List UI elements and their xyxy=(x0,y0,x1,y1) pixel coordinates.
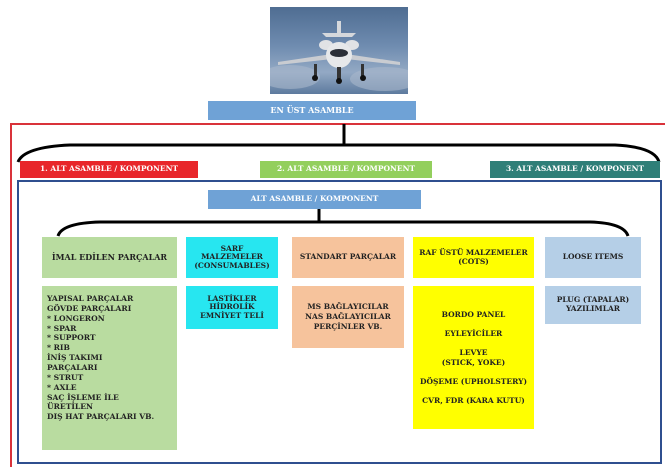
column5-header: LOOSE ITEMS xyxy=(545,237,641,278)
outer-frame xyxy=(10,123,665,467)
level1-box-2: 2. ALT ASAMBLE / KOMPONENT xyxy=(260,161,432,178)
level2-box: ALT ASAMBLE / KOMPONENT xyxy=(208,190,421,209)
level1-label-3: 3. ALT ASAMBLE / KOMPONENT xyxy=(505,164,645,174)
level1-label-2: 2. ALT ASAMBLE / KOMPONENT xyxy=(276,164,416,174)
level2-label: ALT ASAMBLE / KOMPONENT xyxy=(250,194,379,204)
column1-body: YAPISAL PARÇALAR GÖVDE PARÇALARI * LONGE… xyxy=(42,286,177,450)
column1-header: İMAL EDİLEN PARÇALAR xyxy=(42,237,177,278)
top-assembly-box: EN ÜST ASAMBLE xyxy=(208,101,416,120)
inner-frame xyxy=(17,180,662,464)
column4-header: RAF ÜSTÜ MALZEMELER (COTS) xyxy=(413,237,534,278)
level1-box-3: 3. ALT ASAMBLE / KOMPONENT xyxy=(490,161,660,178)
column2-body: LASTİKLER HİDROLİK EMNİYET TELİ xyxy=(186,286,278,329)
column3-body: MS BAĞLAYICILAR NAS BAĞLAYICILAR PERÇİNL… xyxy=(292,286,404,348)
level1-label-1: 1. ALT ASAMBLE / KOMPONENT xyxy=(39,164,179,174)
column5-body: PLUG (TAPALAR) YAZILIMLAR xyxy=(545,286,641,324)
top-assembly-label: EN ÜST ASAMBLE xyxy=(270,104,354,115)
airplane-icon xyxy=(270,21,408,91)
column2-header: SARF MALZEMELER (CONSUMABLES) xyxy=(186,237,278,278)
column3-header: STANDART PARÇALAR xyxy=(292,237,404,278)
column4-body: BORDO PANEL EYLEYİCİLER LEVYE (STICK, YO… xyxy=(413,286,534,429)
airplane-photo xyxy=(270,7,408,94)
level1-box-1: 1. ALT ASAMBLE / KOMPONENT xyxy=(20,161,198,178)
